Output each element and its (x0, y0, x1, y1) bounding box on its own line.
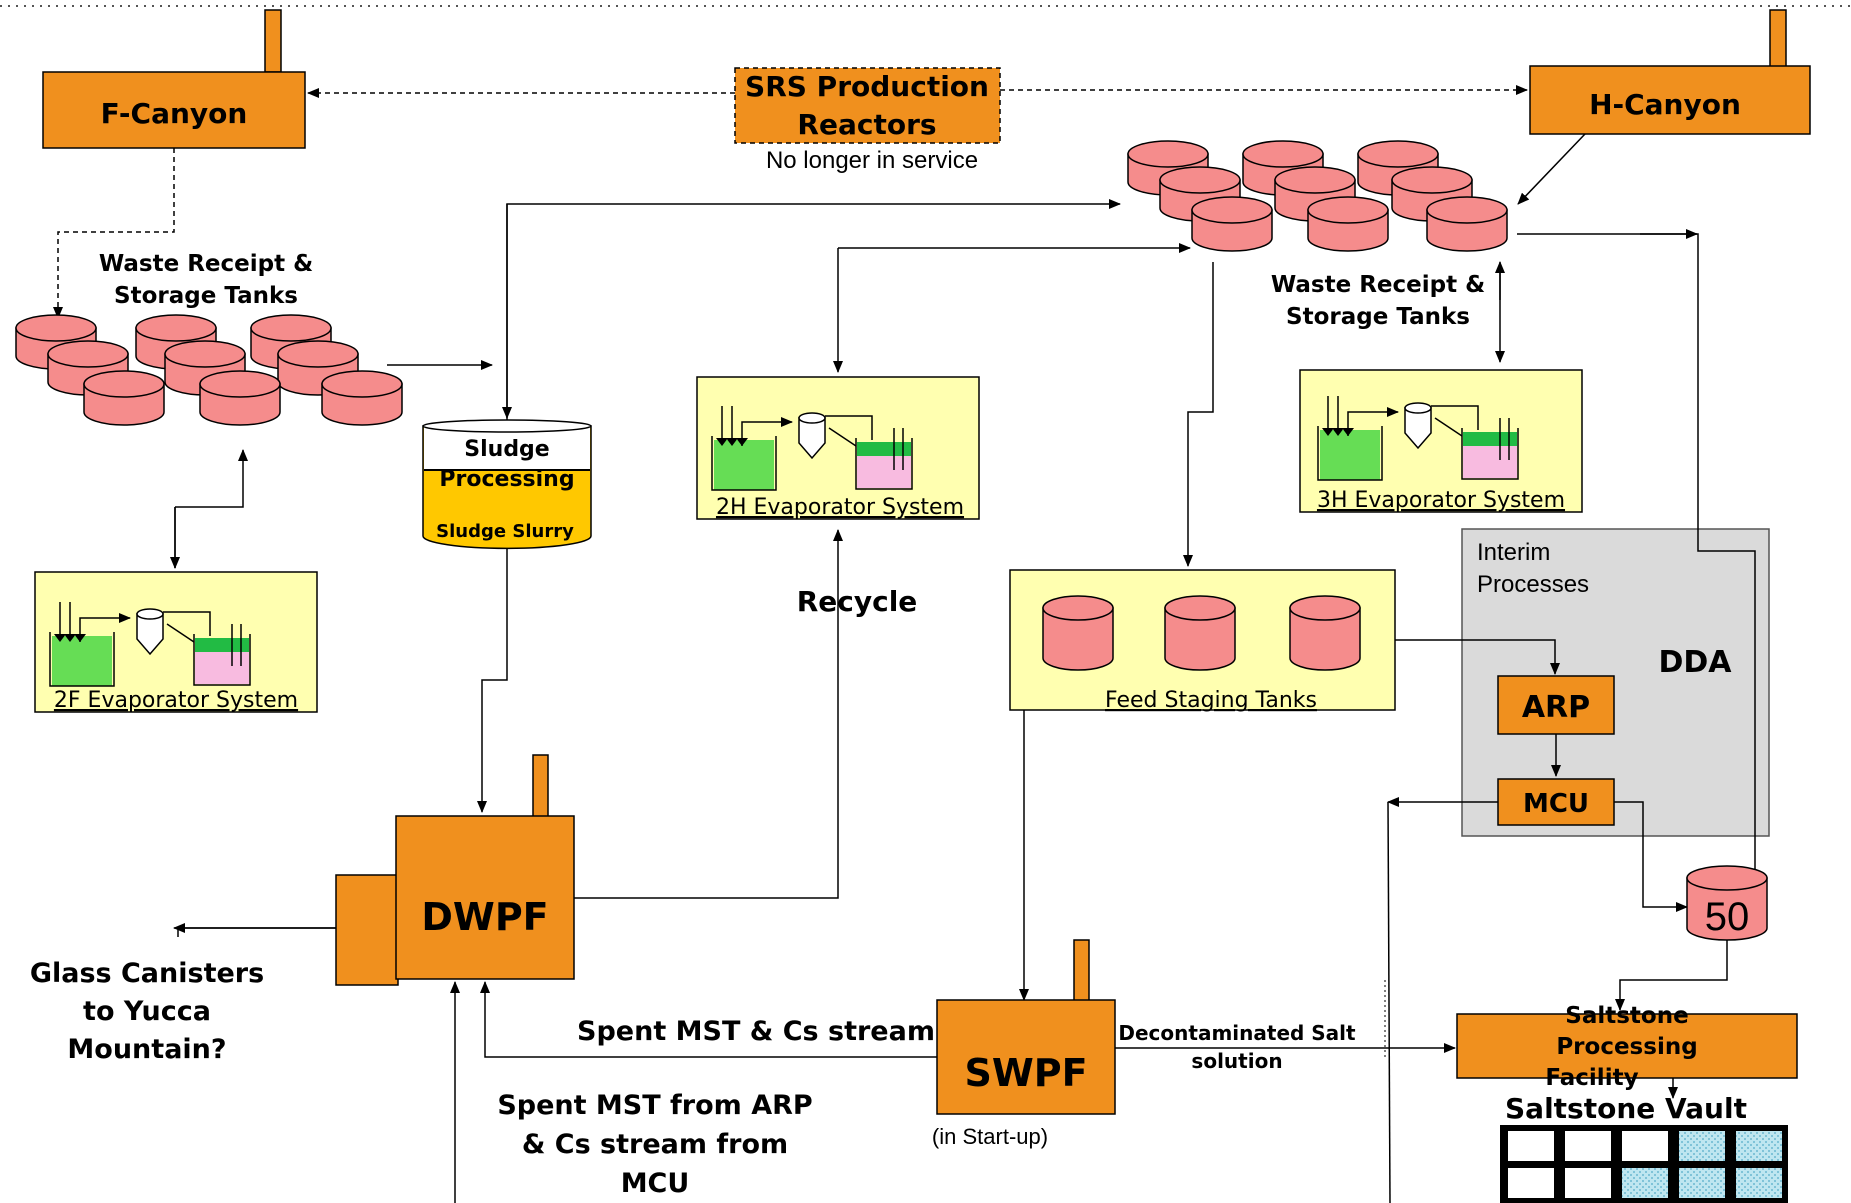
sludge-processing: Sludge Processing Sludge Slurry (422, 419, 592, 550)
arp-label: ARP (1522, 690, 1590, 725)
arrow-f-canyon-to-tanks (53, 148, 175, 319)
srs-label-2: Reactors (797, 108, 936, 141)
tank50-label: 50 (1705, 895, 1750, 939)
f-tank-farm: Waste Receipt & Storage Tanks (15, 251, 403, 426)
arrow-sludge-to-dwpf (477, 548, 508, 813)
sludge-label-2: Processing (439, 467, 574, 492)
evaporator-2f: 2F Evaporator System (34, 571, 318, 713)
arrow-h-tanks-to-tank50 (1517, 233, 1760, 891)
srs-note: No longer in service (766, 147, 978, 174)
feed-staging-tanks: Feed Staging Tanks (1009, 569, 1396, 713)
glass-label-1: Glass Canisters (30, 958, 264, 989)
arrow-dwpf-recycle (574, 529, 843, 899)
decon-label-1: Decontaminated Salt (1118, 1021, 1356, 1045)
dwpf-label: DWPF (421, 895, 548, 939)
interim-label-2: Processes (1477, 571, 1589, 598)
arp-mcu-label-3: MCU (621, 1168, 690, 1199)
arrow-feed-to-arp (1395, 639, 1560, 675)
arrow-h-tanks-to-feed (1183, 262, 1214, 567)
h-tank-label-1: Waste Receipt & (1271, 272, 1485, 298)
vault-label: Saltstone Vault (1505, 1092, 1747, 1125)
saltstone-label-3: Facility (1545, 1065, 1638, 1091)
evap-2f-label: 2F Evaporator System (54, 688, 298, 713)
f-canyon-label: F-Canyon (101, 97, 248, 130)
mcu: MCU (1497, 778, 1615, 826)
glass-label-2: to Yucca (83, 996, 211, 1027)
interim-label-1: Interim (1477, 539, 1550, 566)
h-tank-farm: Waste Receipt & Storage Tanks (1127, 140, 1508, 330)
h-tank-label-2: Storage Tanks (1286, 304, 1470, 330)
feed-staging-label: Feed Staging Tanks (1105, 688, 1317, 713)
spent-mst-cs-label: Spent MST & Cs stream (577, 1016, 935, 1047)
evap-3h-label: 3H Evaporator System (1317, 488, 1565, 513)
srs-label-1: SRS Production (745, 70, 989, 103)
f-canyon: F-Canyon (42, 9, 306, 149)
line-dwpf-to-glass (177, 927, 336, 937)
swpf-note: (in Start-up) (932, 1124, 1048, 1149)
saltstone-facility: Saltstone Processing Facility (1456, 1003, 1798, 1091)
arrow-tank50-to-saltstone (1615, 940, 1728, 1011)
h-canyon-label: H-Canyon (1589, 88, 1741, 121)
h-canyon: H-Canyon (1529, 9, 1811, 135)
arp: ARP (1497, 675, 1615, 735)
arrow-h-canyon-to-tanks (1517, 133, 1586, 205)
decon-label-2: solution (1191, 1049, 1282, 1073)
f-tank-label-1: Waste Receipt & (99, 251, 313, 277)
arp-mcu-label-1: Spent MST from ARP (497, 1090, 812, 1121)
saltstone-vault: Saltstone Vault (1500, 1092, 1788, 1203)
saltstone-label-2: Processing (1556, 1034, 1697, 1060)
srs-reactors: SRS Production Reactors No longer in ser… (734, 67, 1001, 174)
arp-mcu-label-2: & Cs stream from (522, 1129, 788, 1160)
evaporator-3h: 3H Evaporator System (1299, 369, 1583, 513)
tank-50: 50 (1686, 865, 1768, 941)
dwpf: DWPF (335, 754, 575, 986)
arrow-mcu-to-tank50 (1614, 801, 1688, 912)
arrow-swpf-to-dwpf (480, 981, 937, 1058)
glass-label-3: Mountain? (67, 1034, 226, 1065)
sludge-label-1: Sludge (464, 437, 549, 462)
recycle-label: Recycle (797, 585, 918, 618)
saltstone-label-1: Saltstone (1565, 1003, 1688, 1029)
line-mcu-down (1387, 801, 1391, 1203)
evap-2h-label: 2H Evaporator System (716, 495, 964, 520)
swpf: SWPF (in Start-up) (932, 939, 1116, 1149)
sludge-slurry-label: Sludge Slurry (436, 521, 574, 542)
swpf-label: SWPF (964, 1051, 1087, 1095)
dda-label: DDA (1658, 645, 1732, 680)
f-tank-label-2: Storage Tanks (114, 283, 298, 309)
evaporator-2h: 2H Evaporator System (696, 376, 980, 520)
arrow-2f-to-tanks (175, 449, 248, 508)
mcu-label: MCU (1523, 789, 1589, 819)
